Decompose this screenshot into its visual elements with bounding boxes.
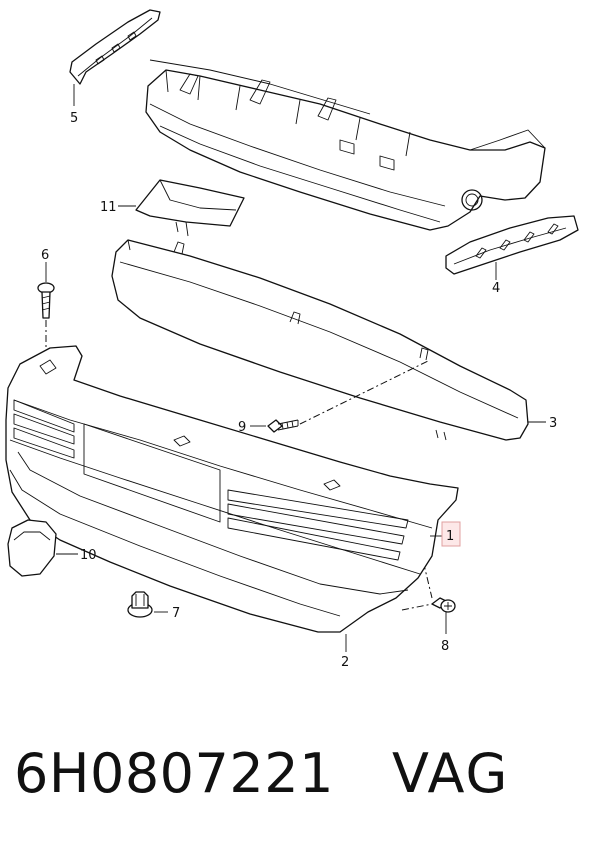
screw-part-6 — [37, 262, 55, 319]
callout-8: 8 — [441, 639, 449, 654]
callout-1-highlight — [441, 521, 461, 547]
bracket-part-5 — [69, 9, 161, 106]
bumper-cover-part-1 — [5, 345, 459, 633]
bumper-exploded-diagram: 1 2 3 4 5 6 7 8 9 10 11 — [5, 9, 579, 670]
bolt-part-9 — [250, 419, 299, 433]
callout-5: 5 — [70, 111, 78, 126]
shield-part-11 — [118, 179, 245, 237]
brand-name: VAG — [391, 741, 510, 805]
callout-3: 3 — [549, 416, 557, 431]
bumper-carrier-assembly — [145, 59, 546, 231]
footer: 6H0807221 VAG — [14, 728, 594, 818]
callout-7: 7 — [172, 606, 180, 621]
reinforcement-bar-part-3 — [111, 239, 546, 441]
callout-6: 6 — [41, 248, 49, 263]
bracket-part-4 — [445, 215, 579, 280]
clip-part-7 — [127, 591, 168, 618]
cap-part-10 — [7, 519, 78, 577]
screw-part-8 — [431, 597, 456, 634]
callout-9: 9 — [238, 420, 246, 435]
callout-11: 11 — [100, 200, 117, 215]
callout-10: 10 — [80, 548, 97, 563]
callout-4: 4 — [492, 281, 500, 296]
callout-2: 2 — [341, 655, 349, 670]
callout-1: 1 — [446, 529, 454, 544]
part-number: 6H0807221 — [14, 741, 334, 805]
